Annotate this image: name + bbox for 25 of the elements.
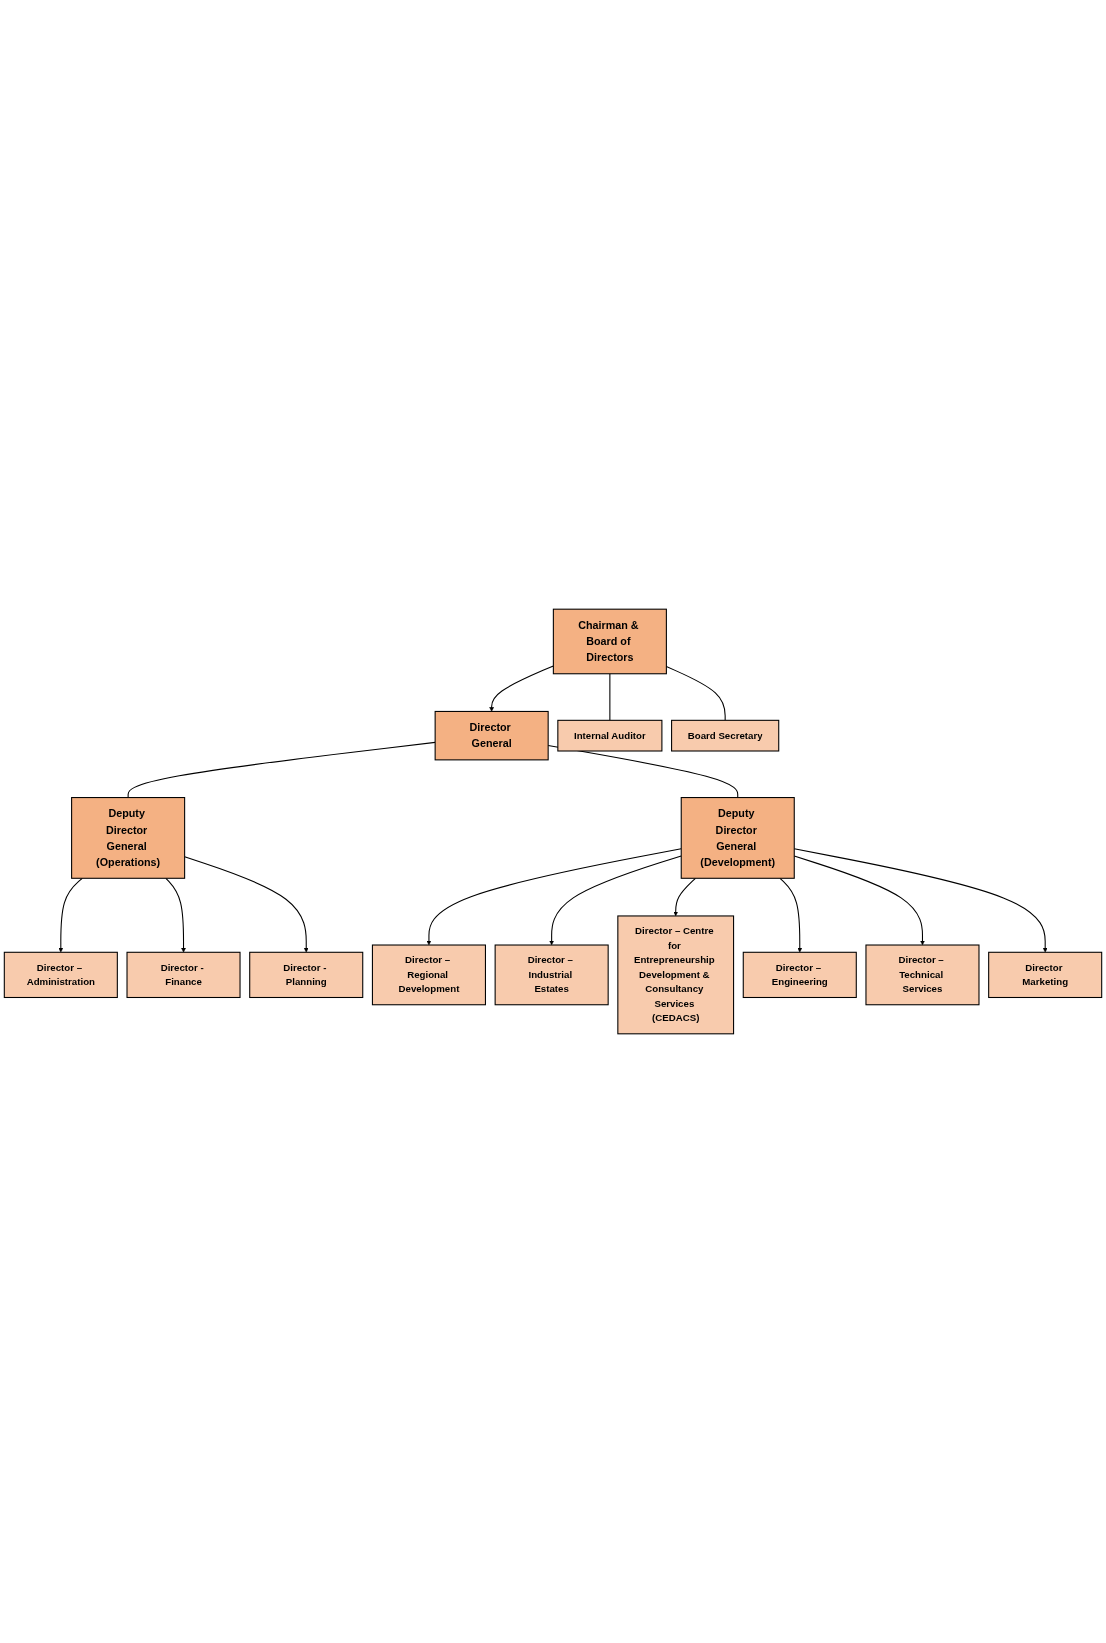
arrow — [779, 877, 803, 953]
node-box: Director – Industrial Estates — [494, 944, 609, 1006]
node-box: Director – Centre for Entrepreneurship Development & Consultancy Services (CEDACS) — [617, 915, 735, 1035]
node-box: Director – Technical Services — [865, 944, 980, 1006]
node-box: Director General — [434, 710, 549, 761]
node-box: Director - Planning — [249, 951, 364, 999]
arrow — [58, 877, 83, 953]
connector — [127, 741, 436, 799]
node-box: Chairman & Board of Directors — [552, 608, 667, 675]
node-box: Internal Auditor — [557, 719, 663, 752]
node-box: Deputy Director General (Operations) — [71, 797, 186, 879]
node-box: Deputy Director General (Development) — [680, 797, 795, 879]
node-box: Director – Regional Development — [371, 944, 486, 1006]
arrow — [673, 877, 696, 917]
node-box: Board Secretary — [671, 719, 780, 752]
node-box: Director Marketing — [988, 951, 1103, 999]
arrow — [489, 665, 554, 712]
arrow — [426, 848, 682, 946]
connector — [609, 673, 611, 721]
node-box: Director – Engineering — [742, 951, 857, 999]
arrow — [184, 856, 309, 953]
arrow — [165, 877, 186, 953]
arrow — [549, 855, 682, 946]
node-box: Director - Finance — [126, 951, 241, 999]
node-box: Director – Administration — [3, 951, 118, 999]
